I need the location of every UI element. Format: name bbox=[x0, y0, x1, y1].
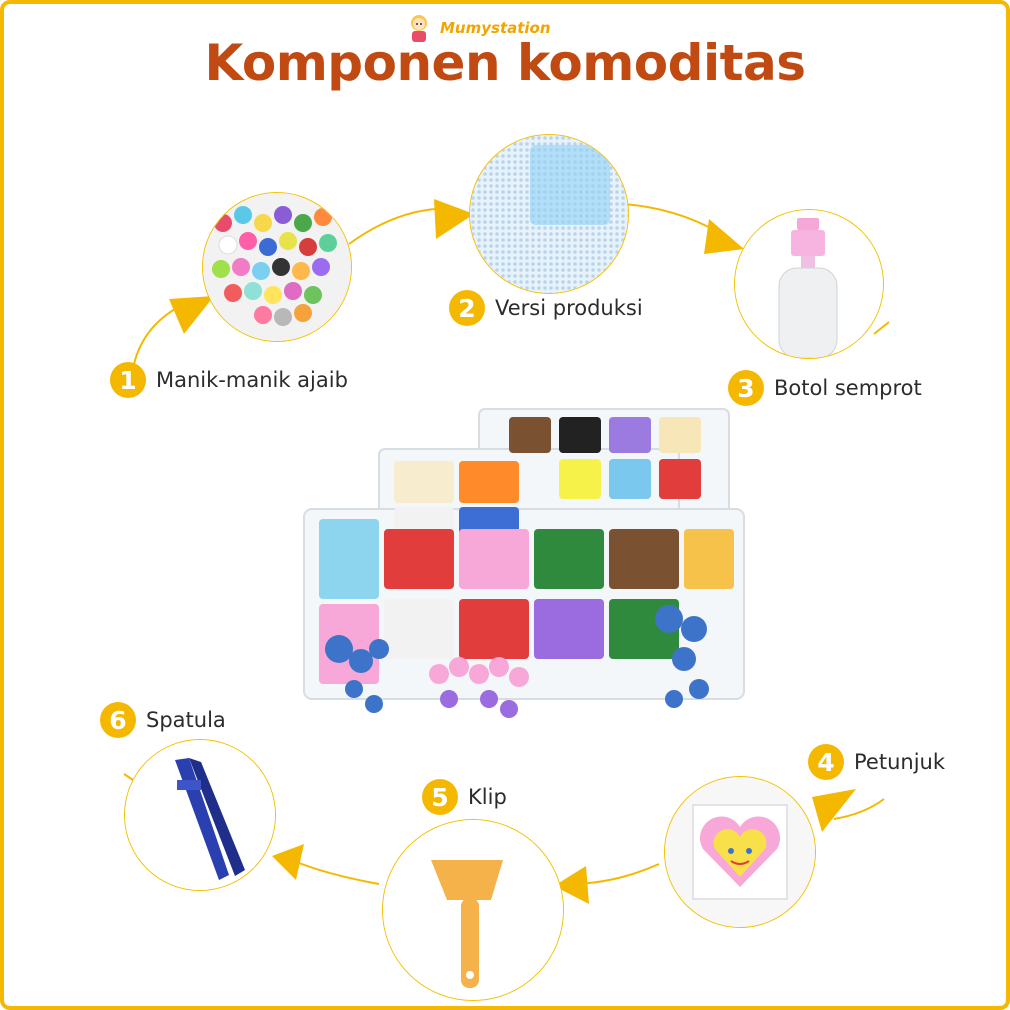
number-badge: 6 bbox=[100, 702, 136, 738]
component-label-text: Versi produksi bbox=[495, 296, 643, 320]
number-badge: 4 bbox=[808, 744, 844, 780]
brand-name: Mumystation bbox=[440, 19, 551, 37]
page-title: Komponen komoditas bbox=[204, 34, 806, 92]
component-label-1: 1 Manik-manik ajaib bbox=[110, 362, 348, 398]
pattern-sheet-icon bbox=[665, 777, 815, 927]
scraper-icon bbox=[383, 820, 563, 1000]
beads-icon bbox=[203, 193, 351, 341]
pegboard-icon bbox=[470, 135, 628, 293]
number-badge: 3 bbox=[728, 370, 764, 406]
mascot-icon bbox=[411, 15, 427, 42]
component-label-2: 2 Versi produksi bbox=[449, 290, 643, 326]
component-label-4: 4 Petunjuk bbox=[808, 744, 945, 780]
component-label-text: Botol semprot bbox=[774, 376, 922, 400]
component-label-5: 5 Klip bbox=[422, 779, 507, 815]
number-badge: 1 bbox=[110, 362, 146, 398]
component-label-text: Petunjuk bbox=[854, 750, 945, 774]
beads-image bbox=[202, 192, 352, 342]
flow-arrows bbox=[123, 199, 890, 904]
spray-bottle-image bbox=[734, 209, 884, 359]
component-label-3: 3 Botol semprot bbox=[728, 370, 922, 406]
number-badge: 2 bbox=[449, 290, 485, 326]
scraper-image bbox=[382, 819, 564, 1001]
number-badge: 5 bbox=[422, 779, 458, 815]
component-label-text: Spatula bbox=[146, 708, 226, 732]
pegboard-image bbox=[469, 134, 629, 294]
brand-logo: Mumystation bbox=[404, 12, 551, 44]
component-label-text: Klip bbox=[468, 785, 507, 809]
product-box-image bbox=[303, 408, 745, 718]
pattern-sheet-image bbox=[664, 776, 816, 928]
tweezers-icon bbox=[125, 740, 275, 890]
spray-bottle-icon bbox=[735, 210, 883, 358]
component-label-text: Manik-manik ajaib bbox=[156, 368, 348, 392]
tweezers-image bbox=[124, 739, 276, 891]
component-label-6: 6 Spatula bbox=[100, 702, 226, 738]
